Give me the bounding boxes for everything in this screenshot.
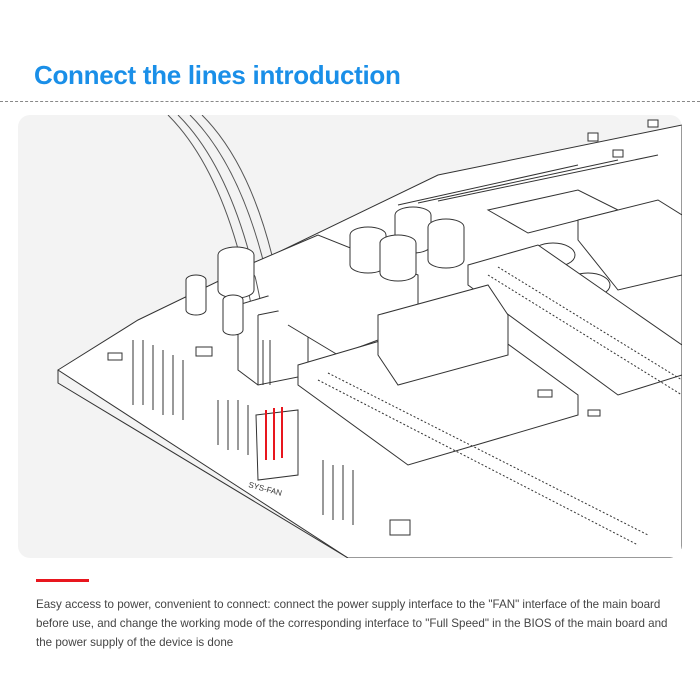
section-title: Connect the lines introduction xyxy=(34,60,401,90)
motherboard-illustration: SYS-FAN xyxy=(18,115,682,558)
dashed-divider xyxy=(0,101,700,102)
description-text: Easy access to power, convenient to conn… xyxy=(36,598,668,649)
accent-bar xyxy=(36,579,89,582)
